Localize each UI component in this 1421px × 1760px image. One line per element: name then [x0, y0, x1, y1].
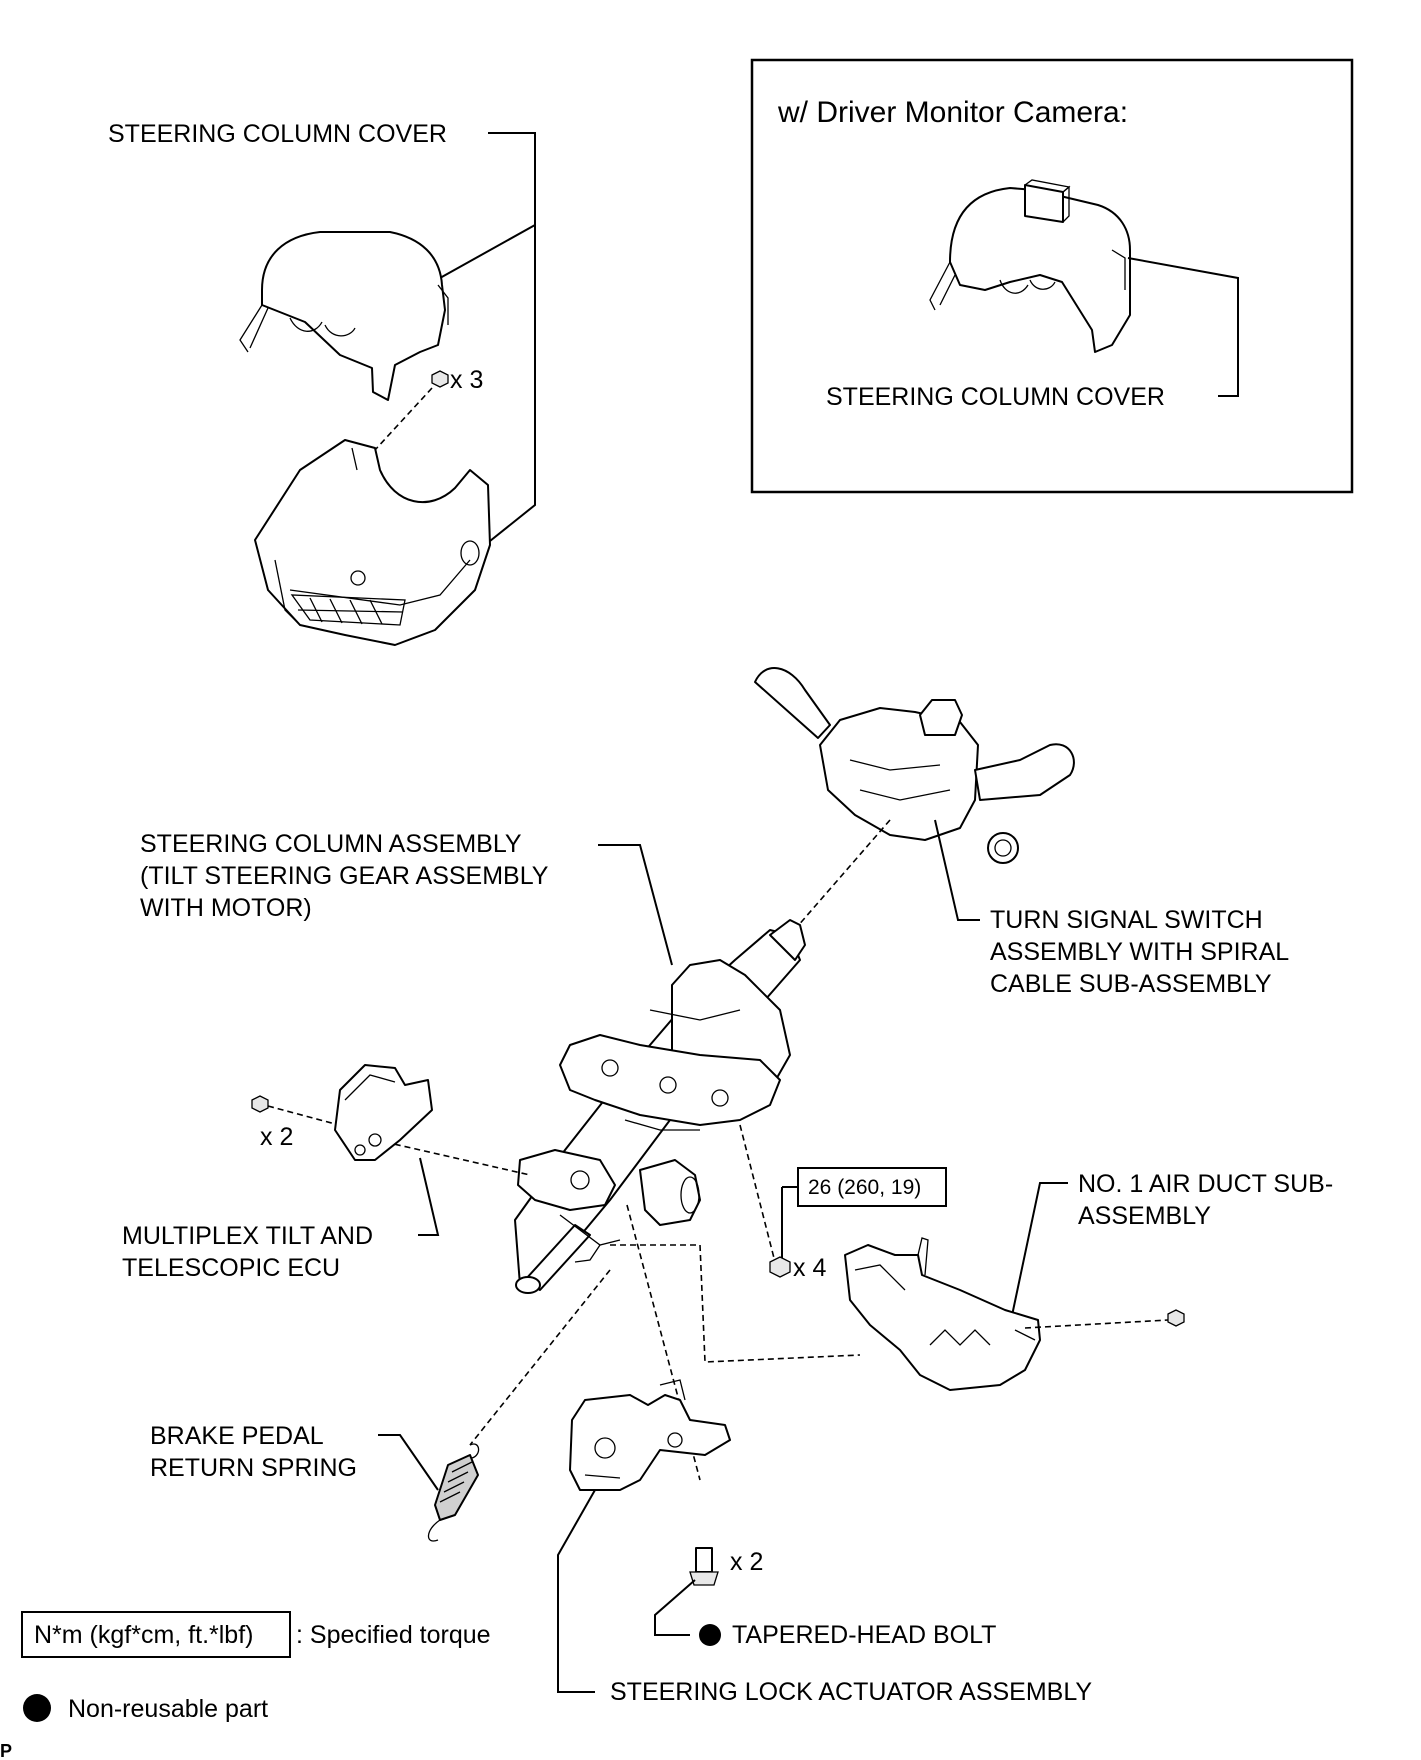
legend: N*m (kgf*cm, ft.*lbf) : Specified torque… [21, 1611, 491, 1723]
upper-column-cover [239, 231, 449, 401]
tapered-bolt-group: x 2 TAPERED-HEAD BOLT [654, 1547, 996, 1649]
ecu-to-column-dash [384, 1141, 531, 1176]
duct-screw [1167, 1309, 1185, 1327]
driver-monitor-camera [1024, 184, 1064, 223]
column-assembly-label-1: STEERING COLUMN ASSEMBLY [140, 830, 522, 858]
steering-column-assembly [514, 919, 806, 1294]
corner-mark: P [0, 1741, 12, 1760]
lower-column-cover [254, 439, 491, 646]
cover-screw-dash [374, 387, 433, 451]
ecu-screw-qty: x 2 [260, 1123, 293, 1151]
column-nut [769, 1256, 791, 1278]
lock-actuator-group: STEERING LOCK ACTUATOR ASSEMBLY [557, 1204, 1092, 1706]
nut-dash [739, 1124, 776, 1263]
duct-screw-dash [1024, 1319, 1169, 1329]
multiplex-tilt-telescopic-ecu [334, 1064, 433, 1161]
column-assembly-label-2: (TILT STEERING GEAR ASSEMBLY [140, 862, 549, 890]
legend-non-reusable-icon [23, 1694, 51, 1722]
steering-column-cover-group: STEERING COLUMN COVER x 3 [108, 120, 536, 646]
turn-signal-lever-right [974, 743, 1075, 801]
ecu-label-1: MULTIPLEX TILT AND [122, 1222, 373, 1250]
air-duct-leader [1009, 1182, 1068, 1326]
legend-non-reusable-text: Non-reusable part [68, 1695, 268, 1723]
steering-column-cover-label: STEERING COLUMN COVER [108, 120, 447, 148]
brake-pedal-return-spring [427, 1443, 480, 1542]
inset-frame [750, 58, 1354, 494]
duct-to-column-dash [610, 1244, 861, 1363]
column-assembly-label-3: WITH MOTOR) [140, 894, 312, 922]
camera-steering-column-cover [929, 179, 1131, 353]
ecu-screw-dash [267, 1105, 396, 1141]
air-duct-label-1: NO. 1 AIR DUCT SUB- [1078, 1170, 1333, 1198]
column-nut-group: 26 (260, 19) x 4 [739, 1124, 947, 1282]
steering-lock-actuator [569, 1379, 731, 1491]
legend-torque-box [21, 1611, 291, 1658]
no1-air-duct [844, 1237, 1041, 1391]
turn-signal-lever-left [754, 667, 831, 739]
turn-signal-leader [934, 819, 980, 921]
lock-dash [626, 1204, 701, 1481]
non-reusable-marker [699, 1624, 721, 1646]
turn-signal-switch-group: TURN SIGNAL SWITCH ASSEMBLY WITH SPIRAL … [754, 667, 1289, 998]
spring-dash [469, 1269, 611, 1446]
nut-qty: x 4 [793, 1254, 826, 1282]
brake-spring-label-1: BRAKE PEDAL [150, 1422, 324, 1450]
cover-screw [431, 370, 449, 388]
cover-leader-upper [439, 224, 536, 279]
bolt-qty: x 2 [730, 1548, 763, 1576]
turn-signal-switch [754, 667, 1075, 864]
inset-cover-leader [1127, 257, 1239, 397]
cover-screw-qty: x 3 [450, 366, 483, 394]
inset-title: w/ Driver Monitor Camera: [777, 96, 1128, 129]
column-assembly-leader [598, 844, 673, 966]
steering-column-assembly-group: STEERING COLUMN ASSEMBLY (TILT STEERING … [140, 830, 806, 1294]
brake-spring-group: BRAKE PEDAL RETURN SPRING [150, 1269, 611, 1542]
tapered-bolt-label: TAPERED-HEAD BOLT [732, 1621, 996, 1649]
switch-dash [789, 819, 891, 936]
turn-signal-label-2: ASSEMBLY WITH SPIRAL [990, 938, 1289, 966]
tapered-bolt-leader [654, 1579, 696, 1636]
multiplex-ecu-group: x 2 MULTIPLEX TILT AND TELESCOPIC ECU [122, 1064, 531, 1282]
lower-cover-vent-grid [290, 594, 406, 626]
brake-spring-leader [378, 1434, 439, 1491]
ecu-screw [251, 1095, 269, 1113]
air-duct-label-2: ASSEMBLY [1078, 1202, 1211, 1230]
lock-actuator-leader [557, 1489, 596, 1693]
legend-torque-desc: : Specified torque [296, 1621, 491, 1649]
inset-cover-label: STEERING COLUMN COVER [826, 383, 1165, 411]
turn-signal-label-1: TURN SIGNAL SWITCH [990, 906, 1263, 934]
ecu-leader [418, 1157, 440, 1236]
torque-value: 26 (260, 19) [808, 1176, 921, 1199]
lock-actuator-label: STEERING LOCK ACTUATOR ASSEMBLY [610, 1678, 1092, 1706]
legend-torque-unit: N*m (kgf*cm, ft.*lbf) [34, 1621, 253, 1649]
air-duct-group: NO. 1 AIR DUCT SUB- ASSEMBLY [610, 1170, 1333, 1391]
tapered-head-bolt [689, 1547, 719, 1586]
brake-spring-label-2: RETURN SPRING [150, 1454, 357, 1482]
cover-leader-lower [484, 132, 536, 546]
driver-monitor-camera-inset: w/ Driver Monitor Camera: STEERING COLUM… [750, 58, 1354, 494]
turn-signal-label-3: CABLE SUB-ASSEMBLY [990, 970, 1272, 998]
ecu-label-2: TELESCOPIC ECU [122, 1254, 340, 1282]
